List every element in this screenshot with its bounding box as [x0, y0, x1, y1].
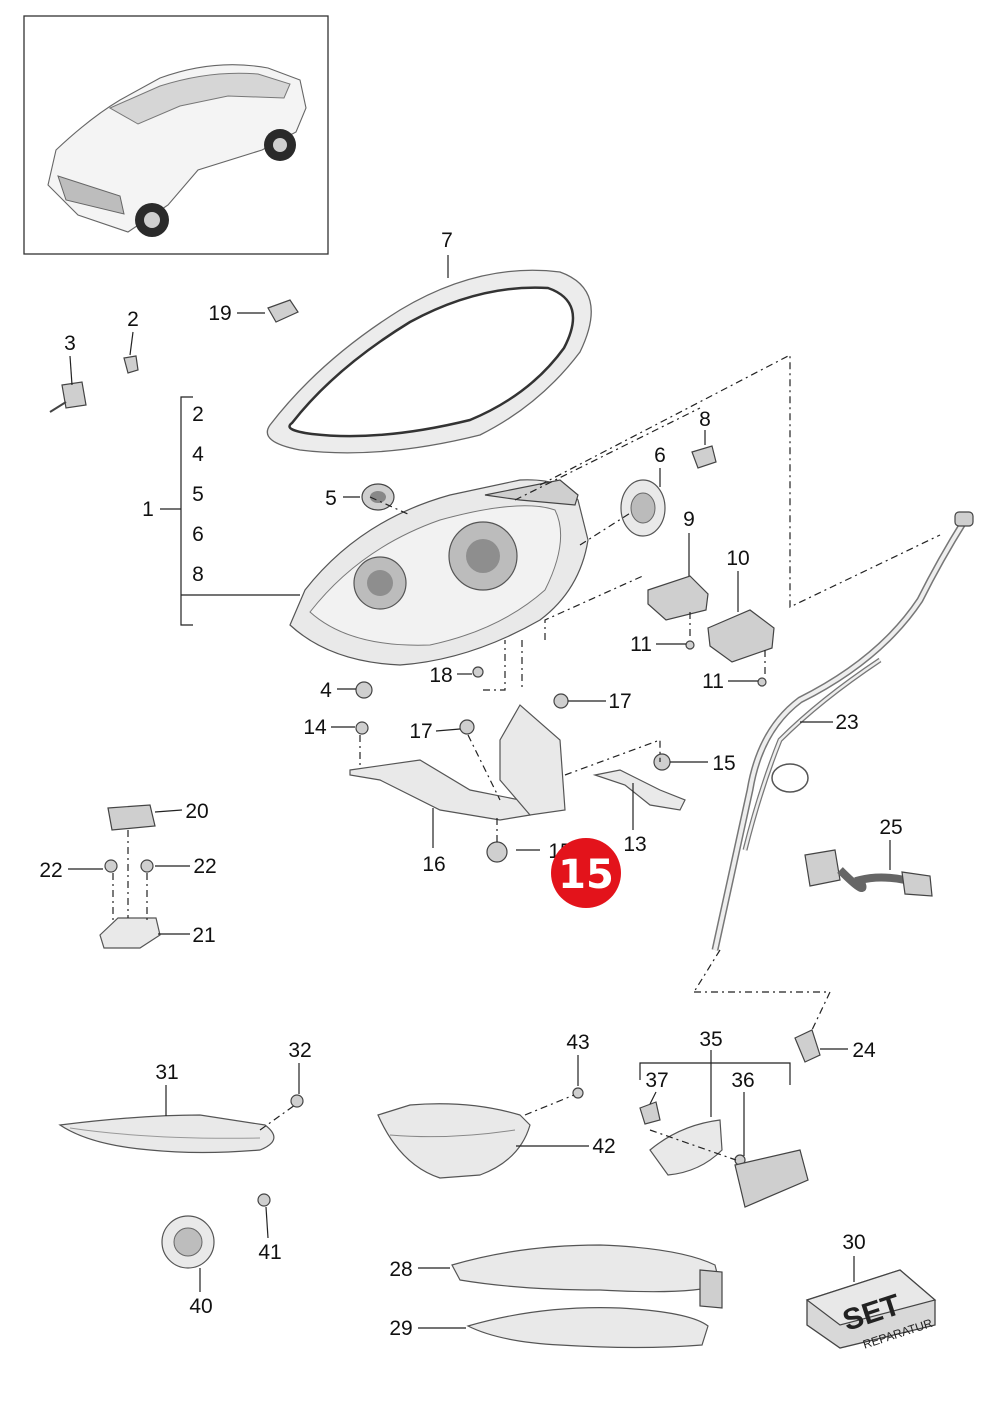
- callout-4[interactable]: 4: [320, 679, 332, 702]
- parts-9-10-control-units: [647, 575, 775, 663]
- callout-21[interactable]: 21: [192, 924, 215, 947]
- callout-11-upper[interactable]: 11: [630, 633, 652, 656]
- callout-19[interactable]: 19: [208, 302, 231, 325]
- callout-1[interactable]: 1: [142, 498, 154, 521]
- callout-3[interactable]: 3: [64, 332, 76, 355]
- badge-label: 15: [558, 852, 614, 898]
- part-30-repair-set: SET REPARATUR: [805, 1269, 937, 1352]
- parts-28-29-lights: [451, 1244, 723, 1349]
- callout-22-right[interactable]: 22: [193, 855, 216, 878]
- parts-35-37: [639, 1101, 809, 1208]
- callout-41[interactable]: 41: [258, 1241, 281, 1264]
- part-1-headlight-assembly: [289, 479, 589, 666]
- callout-42[interactable]: 42: [592, 1135, 615, 1158]
- callout-22-left[interactable]: 22: [39, 859, 62, 882]
- callout-25[interactable]: 25: [879, 816, 902, 839]
- callout-16[interactable]: 16: [422, 853, 445, 876]
- part-7-headlight-seal: [266, 269, 592, 454]
- callout-18[interactable]: 18: [429, 664, 452, 687]
- callout-36[interactable]: 36: [731, 1069, 754, 1092]
- callout-numbers: 7 19 2 3 2 4 5 6 8 1 5 6 8 9 10 11 11 4 …: [39, 229, 902, 1340]
- leader-lines: [68, 255, 891, 1329]
- callout-10[interactable]: 10: [726, 547, 749, 570]
- callout-43[interactable]: 43: [566, 1031, 589, 1054]
- callout-7[interactable]: 7: [441, 229, 453, 252]
- group-bracket-1: [160, 396, 300, 626]
- callout-37[interactable]: 37: [645, 1069, 668, 1092]
- callout-9[interactable]: 9: [683, 508, 695, 531]
- callout-17-right[interactable]: 17: [608, 690, 631, 713]
- part-25-connector: [804, 849, 933, 897]
- callout-8[interactable]: 8: [699, 408, 711, 431]
- callout-2[interactable]: 2: [127, 308, 139, 331]
- small-parts-upper: [49, 299, 717, 537]
- callout-group-6[interactable]: 6: [192, 523, 204, 546]
- callout-20[interactable]: 20: [185, 800, 208, 823]
- highlight-badge[interactable]: 15: [551, 838, 621, 908]
- callout-24[interactable]: 24: [852, 1039, 876, 1062]
- parts-20-22: [99, 804, 161, 949]
- callout-23[interactable]: 23: [835, 711, 858, 734]
- vehicle-thumbnail: [23, 15, 329, 255]
- part-24: [794, 1029, 821, 1063]
- callout-15[interactable]: 15: [712, 752, 735, 775]
- callout-40[interactable]: 40: [189, 1295, 212, 1318]
- callout-group-2[interactable]: 2: [192, 403, 204, 426]
- callout-13[interactable]: 13: [623, 833, 646, 856]
- callout-group-5[interactable]: 5: [192, 483, 204, 506]
- callout-17-left[interactable]: 17: [409, 720, 432, 743]
- callout-28[interactable]: 28: [389, 1258, 412, 1281]
- callout-11-lower[interactable]: 11: [702, 670, 724, 693]
- bracket-parts: [349, 640, 767, 863]
- part-23-wiring-harness: [711, 511, 974, 951]
- callout-group-4[interactable]: 4: [192, 443, 204, 466]
- callout-5[interactable]: 5: [325, 487, 337, 510]
- callout-35[interactable]: 35: [699, 1028, 722, 1051]
- callout-32[interactable]: 32: [288, 1039, 311, 1062]
- callout-group-8[interactable]: 8: [192, 563, 204, 586]
- callout-14[interactable]: 14: [303, 716, 327, 739]
- callout-29[interactable]: 29: [389, 1317, 412, 1340]
- callout-31[interactable]: 31: [155, 1061, 178, 1084]
- assembly-dash-lines: [112, 354, 941, 1161]
- lower-left-parts: [58, 1087, 584, 1269]
- callout-6[interactable]: 6: [654, 444, 666, 467]
- callout-30[interactable]: 30: [842, 1231, 865, 1254]
- badge-circle: [551, 838, 621, 908]
